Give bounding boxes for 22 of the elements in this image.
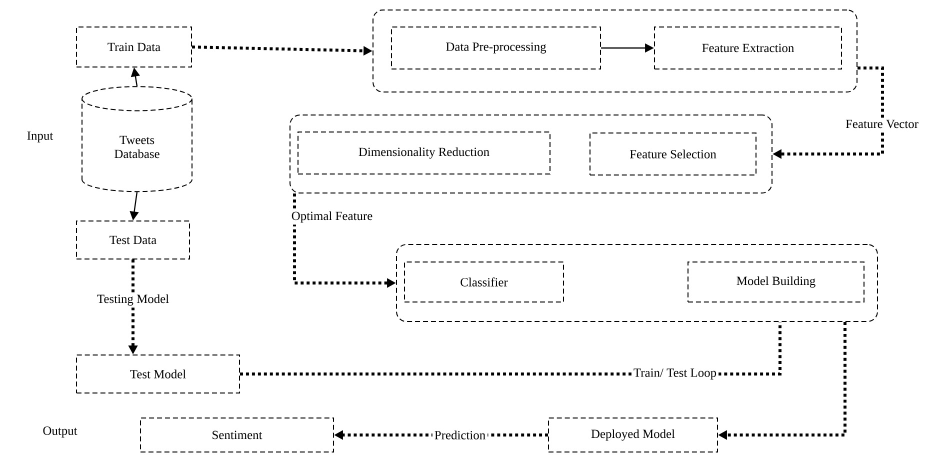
edge-label: Feature Vector bbox=[844, 118, 920, 130]
group-box bbox=[290, 114, 772, 194]
side-label: Input bbox=[27, 132, 54, 142]
process-box: Test Model bbox=[76, 354, 240, 394]
process-box: Dimensionality Reduction bbox=[298, 132, 550, 174]
process-box: Feature Selection bbox=[590, 132, 756, 176]
side-label: Output bbox=[43, 426, 78, 438]
edge-label: Prediction bbox=[432, 428, 488, 442]
process-box: Data Pre-processing bbox=[391, 26, 601, 70]
process-box: Feature Extraction bbox=[654, 26, 842, 70]
process-box: Model Building bbox=[688, 262, 864, 302]
process-box: Deployed Model bbox=[548, 418, 718, 452]
group-box bbox=[396, 244, 878, 322]
process-box: Test Data bbox=[76, 220, 190, 260]
edge-label: Optimal Feature bbox=[289, 209, 375, 225]
process-box: Train Data bbox=[76, 26, 192, 68]
group-box bbox=[372, 10, 858, 92]
edge-label: Train/ Test Loop bbox=[631, 366, 719, 382]
process-box: Sentiment bbox=[140, 418, 334, 452]
edge-label: Testing Model bbox=[94, 292, 172, 308]
process-box: Classifier bbox=[404, 262, 564, 302]
database-cylinder: Tweets Database bbox=[82, 86, 192, 192]
